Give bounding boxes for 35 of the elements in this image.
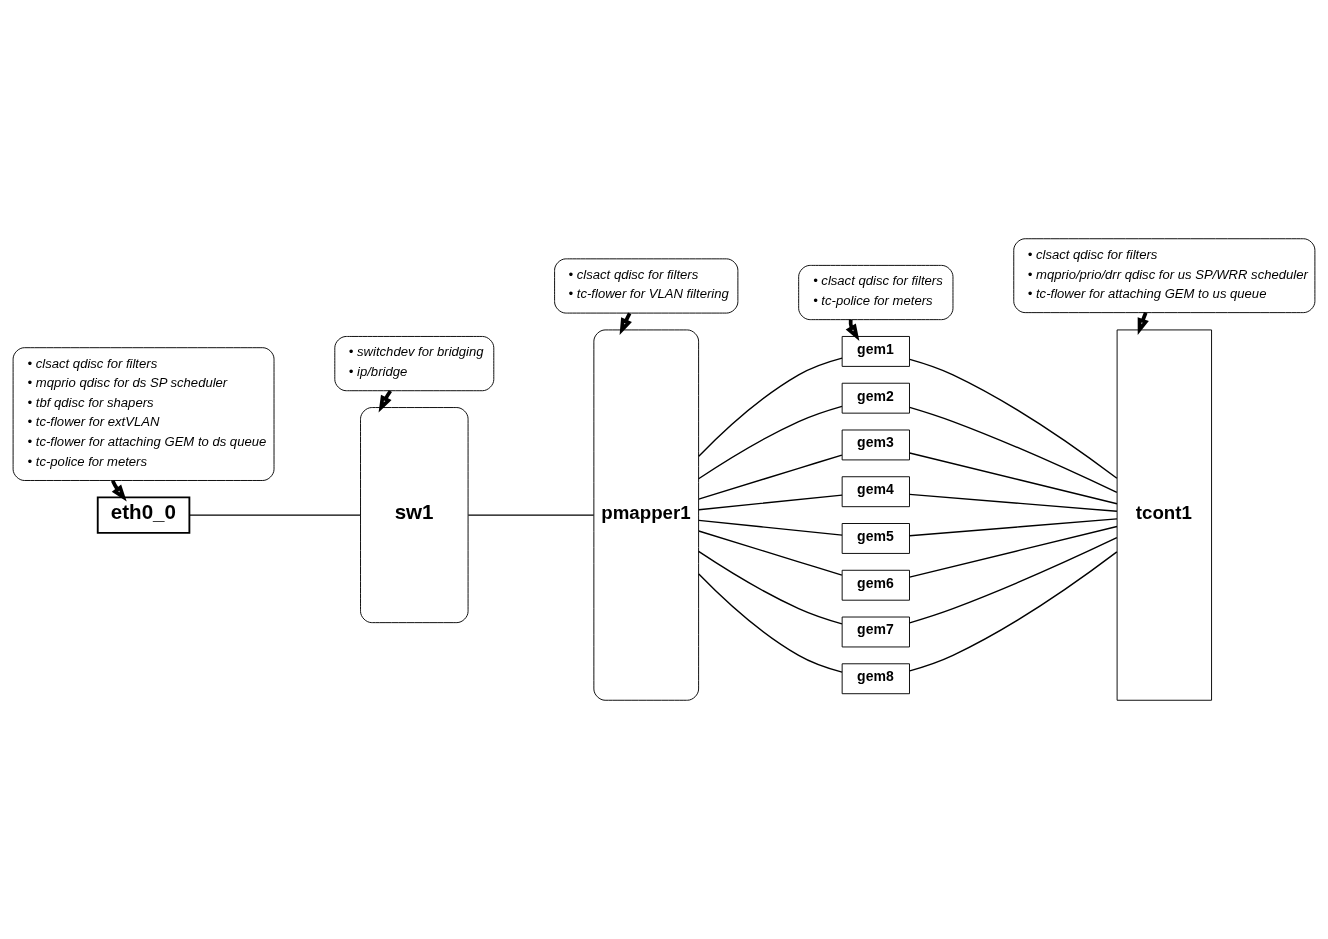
connector [698, 494, 843, 511]
connector [909, 551, 1118, 672]
connector [908, 406, 1118, 494]
node-box: sw1 [360, 407, 469, 624]
node-box: pmapper1 [593, 329, 700, 701]
connector [188, 514, 362, 516]
node-box: eth0_0 [96, 496, 191, 534]
node-box: • switchdev for bridging • ip/bridge [334, 336, 495, 392]
connector [908, 537, 1118, 624]
connector [698, 357, 843, 457]
node-box: gem7 [841, 616, 910, 648]
connector [908, 518, 1118, 537]
node-box: gem8 [841, 663, 910, 695]
connector [908, 452, 1118, 505]
connector [698, 530, 843, 576]
connector [698, 573, 843, 673]
node-box: gem1 [841, 336, 910, 367]
connector [908, 493, 1118, 512]
node-box: gem6 [841, 569, 910, 601]
node-box: gem4 [841, 476, 910, 508]
node-box: gem2 [841, 382, 910, 414]
node-box: • clsact qdisc for filters • mqprio qdisc for ds SP scheduler • tbf qdisc for shapers • tc-flower for extVLAN • tc-flower for attaching GEM to ds queue • tc-police for meters [12, 347, 275, 481]
connector [467, 514, 595, 516]
connector [698, 454, 843, 500]
node-box: • clsact qdisc for filters • tc-police for meters [798, 264, 954, 321]
node-box: gem5 [841, 523, 910, 554]
connector [909, 358, 1118, 479]
connector [698, 519, 843, 536]
connector [908, 525, 1118, 578]
node-box: • clsact qdisc for filters • tc-flower for VLAN filtering [554, 258, 739, 314]
connector [697, 550, 843, 625]
node-box: gem3 [841, 429, 910, 461]
node-box: tcont1 [1116, 329, 1213, 701]
connector [697, 405, 843, 480]
node-box: • clsact qdisc for filters • mqprio/prio/drr qdisc for us SP/WRR scheduler • tc-flower for attaching GEM to us queue [1013, 238, 1316, 314]
